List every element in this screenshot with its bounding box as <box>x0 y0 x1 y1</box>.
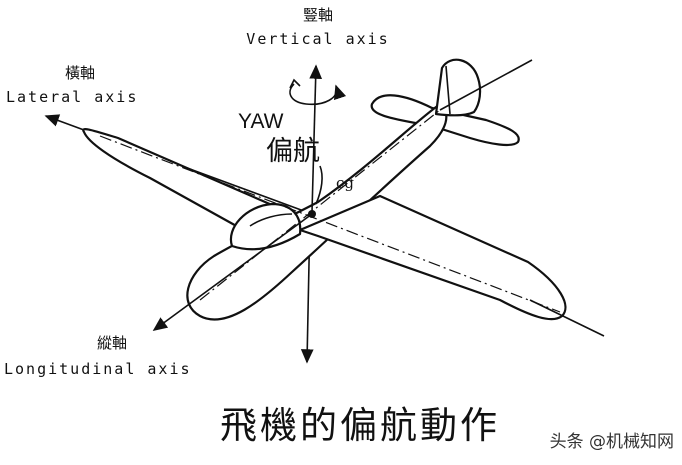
fuselage-centerline <box>199 109 441 301</box>
left-wing <box>82 128 274 230</box>
wing-centerline <box>99 135 561 313</box>
longitudinal-axis-line <box>152 213 313 331</box>
canopy-frame <box>249 213 293 227</box>
longitudinal-axis-en-label: Longitudinal axis <box>4 360 192 378</box>
vertical-axis-upper-line <box>309 64 323 213</box>
right-wing <box>298 194 567 321</box>
vertical-axis-en-label: Vertical axis <box>246 30 389 48</box>
cg-label: cg <box>336 174 354 192</box>
cg-marker <box>315 165 323 205</box>
center-of-gravity-dot <box>308 210 316 218</box>
lateral-axis-en-label: Lateral axis <box>6 88 138 106</box>
lateral-axis-cn-label: 橫軸 <box>65 64 95 82</box>
yaw-cn-label: 偏航 <box>266 136 320 167</box>
yaw-rotation-arrow-tail <box>289 78 301 89</box>
longitudinal-axis-tail <box>439 59 533 111</box>
labels: 豎軸 Vertical axis 橫軸 Lateral axis 縱軸 Long… <box>4 6 674 452</box>
airplane-outline <box>82 58 567 321</box>
longitudinal-axis-cn-label: 縱軸 <box>97 334 127 352</box>
lateral-axis-right <box>529 299 605 337</box>
vertical-axis-cn-label: 豎軸 <box>303 6 333 24</box>
fuselage <box>186 102 448 321</box>
vertical-tail-fin <box>434 58 482 117</box>
yaw-en-label: YAW <box>238 110 284 133</box>
axes-front <box>99 59 605 337</box>
yaw-rotation-arrow <box>289 83 347 106</box>
watermark: 头条 @机械知网 <box>550 432 674 452</box>
figure-caption: 飛機的偏航動作 <box>220 404 500 447</box>
tail-fin-edge <box>445 65 451 115</box>
